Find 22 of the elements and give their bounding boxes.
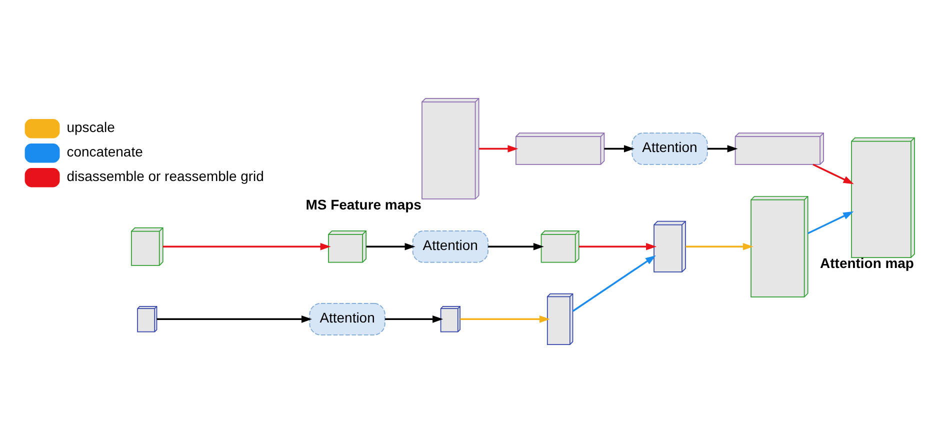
arrow (604, 145, 634, 152)
legend-label: disassemble or reassemble grid (66, 168, 264, 184)
arrow (460, 315, 550, 323)
node-box: Attention (632, 132, 708, 165)
node-box: Attention (412, 230, 488, 263)
legend-label: concatenate (66, 143, 143, 160)
arrow (707, 145, 738, 152)
arrow (162, 242, 331, 250)
node-label: Attention map (820, 254, 914, 271)
arrow (579, 242, 657, 250)
arrow (156, 315, 312, 323)
arrow (479, 145, 518, 152)
legend-label: upscale (66, 118, 115, 135)
arrow (385, 315, 444, 323)
node-box: Attention (309, 303, 386, 336)
arrow (686, 242, 754, 250)
arrow (807, 211, 854, 234)
node-label: MS Feature maps (306, 196, 422, 212)
arrow (812, 164, 854, 184)
arrow (488, 242, 544, 250)
arrow (366, 242, 416, 250)
arrow (572, 255, 656, 312)
